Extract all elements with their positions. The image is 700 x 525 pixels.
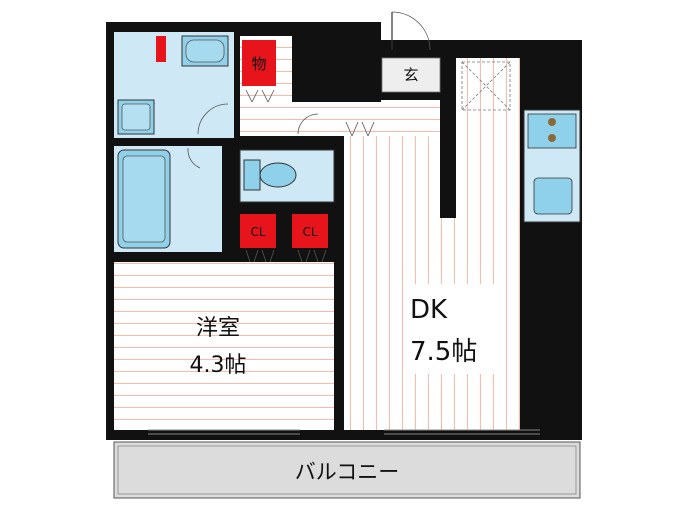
- western-room: [114, 262, 334, 430]
- windows: [148, 429, 540, 435]
- entrance-label: 玄: [403, 66, 418, 84]
- dk-upper: [456, 58, 520, 138]
- western-room-size: 4.3帖: [190, 353, 247, 378]
- dk-size: 7.5帖: [410, 337, 477, 367]
- balcony: [113, 441, 581, 499]
- closet-left-label: CL: [250, 225, 265, 239]
- closet-left: [240, 214, 276, 248]
- refrigerator-space: [461, 61, 511, 111]
- dk-room: [344, 136, 520, 430]
- closet-right: [292, 214, 328, 248]
- closet-right-label: CL: [302, 225, 317, 239]
- dk-label-bg: [405, 284, 497, 374]
- storage-hall: [242, 40, 276, 86]
- toilet: [243, 159, 261, 191]
- hallway: [240, 102, 440, 136]
- entrance-floor: [381, 57, 441, 93]
- balcony-label: バルコニー: [295, 460, 400, 484]
- water-heater: [156, 36, 166, 62]
- western-room-name: 洋室: [196, 316, 240, 341]
- entrance-door: [391, 11, 431, 51]
- dk-name: DK: [410, 295, 448, 325]
- storage-hall-label: 物: [251, 55, 266, 73]
- kitchen-sink: [533, 177, 573, 215]
